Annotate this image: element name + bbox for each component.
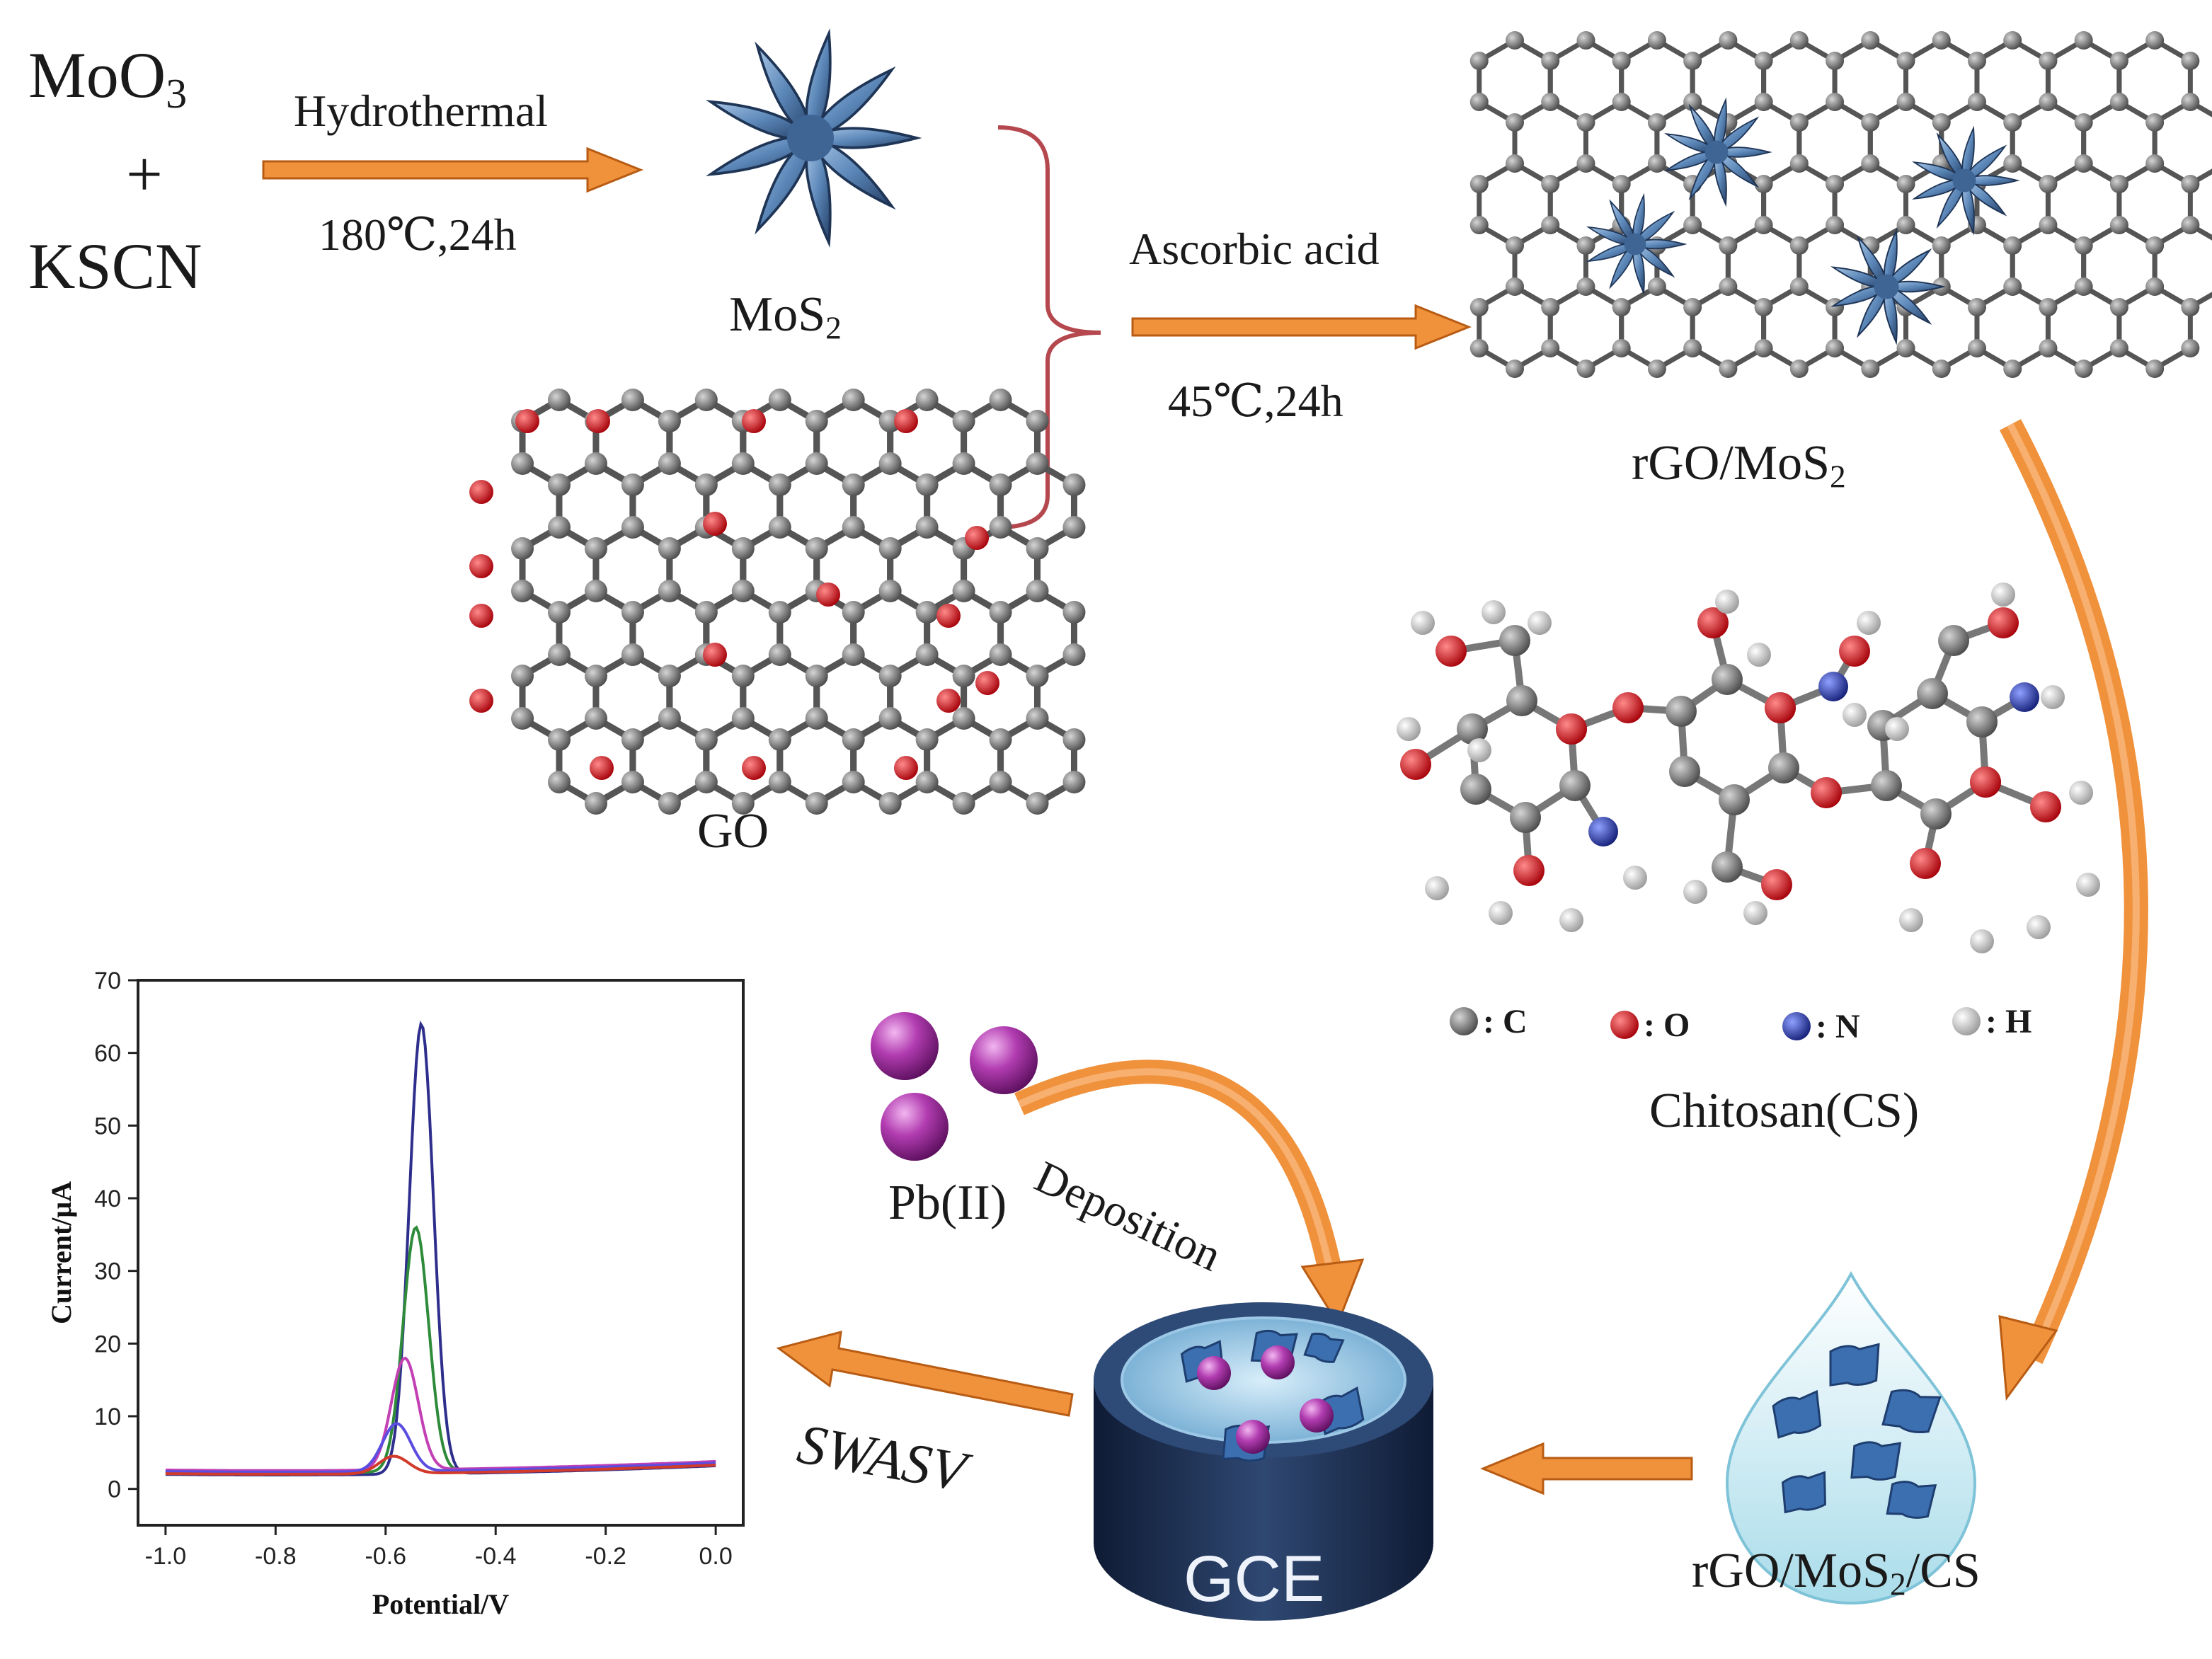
arrow-deposition xyxy=(1014,1060,1365,1326)
x-tick-label: -0.8 xyxy=(255,1543,297,1570)
y-tick-label: 70 xyxy=(94,968,121,994)
y-tick-label: 20 xyxy=(94,1331,121,1357)
x-tick-label: -1.0 xyxy=(145,1543,187,1570)
combine-bracket xyxy=(997,125,1101,529)
rgo-mos2-cs-droplet-icon xyxy=(1725,1270,1977,1605)
y-tick-label: 10 xyxy=(94,1403,121,1430)
y-tick-label: 0 xyxy=(108,1476,121,1503)
x-tick-label: -0.2 xyxy=(585,1543,626,1570)
label-pb: Pb(II) xyxy=(888,1176,1007,1230)
atom-legend xyxy=(1450,1007,1981,1040)
y-tick-label: 60 xyxy=(94,1040,121,1067)
chitosan-molecule-icon xyxy=(1397,582,2100,953)
y-tick-label: 40 xyxy=(94,1186,121,1212)
rgo-mos2-lattice-icon xyxy=(1469,31,2212,378)
x-tick-label: 0.0 xyxy=(699,1543,733,1570)
reagent-moo3: MoO3 xyxy=(28,39,188,117)
x-tick-label: -0.6 xyxy=(365,1543,406,1570)
reagent-plus: + xyxy=(126,138,163,210)
label-go: GO xyxy=(697,804,769,859)
go-lattice-icon xyxy=(469,389,1086,815)
step1-method: Hydrothermal xyxy=(294,86,548,136)
x-axis-title: Potential/V xyxy=(372,1588,509,1620)
arrow-curve-right xyxy=(1998,419,2148,1401)
step2-reagent: Ascorbic acid xyxy=(1129,224,1380,274)
legend-o: : O xyxy=(1644,1006,1690,1044)
step2-condition: 45℃,24h xyxy=(1168,376,1343,426)
y-tick-label: 50 xyxy=(94,1113,121,1140)
arrow-swasv xyxy=(776,1330,1074,1417)
gce-electrode-icon xyxy=(1094,1302,1433,1621)
y-tick-label: 30 xyxy=(94,1258,121,1285)
arrow-ascorbic xyxy=(1131,304,1472,350)
legend-h: : H xyxy=(1985,1003,2032,1040)
legend-n: : N xyxy=(1816,1008,1860,1045)
arrow-to-gce xyxy=(1480,1442,1693,1496)
step1-condition: 180℃,24h xyxy=(319,209,517,260)
series-line xyxy=(165,1454,716,1476)
label-rgo-mos2-cs: rGO/MoS2/CS xyxy=(1692,1544,1981,1602)
y-axis-title: Current/μA xyxy=(45,1181,77,1324)
label-mos2: MoS2 xyxy=(729,287,842,346)
pb-ions-icon xyxy=(871,1012,1038,1161)
label-rgo-mos2: rGO/MoS2 xyxy=(1632,436,1846,495)
arrow-hydrothermal xyxy=(262,147,644,193)
label-chitosan: Chitosan(CS) xyxy=(1649,1084,1920,1138)
legend-c: : C xyxy=(1483,1003,1528,1040)
reagent-kscn: KSCN xyxy=(28,230,202,302)
chart-plot-area xyxy=(137,979,745,1527)
x-tick-label: -0.4 xyxy=(475,1543,517,1570)
mos2-flower-icon xyxy=(706,28,922,248)
label-gce: GCE xyxy=(1184,1543,1325,1615)
series-line xyxy=(165,1422,716,1474)
swasv-chart: -1.0 -0.8 -0.6 -0.4 -0.2 0.0 0 10 20 30 40 50 60 70Po… xyxy=(45,968,745,1620)
